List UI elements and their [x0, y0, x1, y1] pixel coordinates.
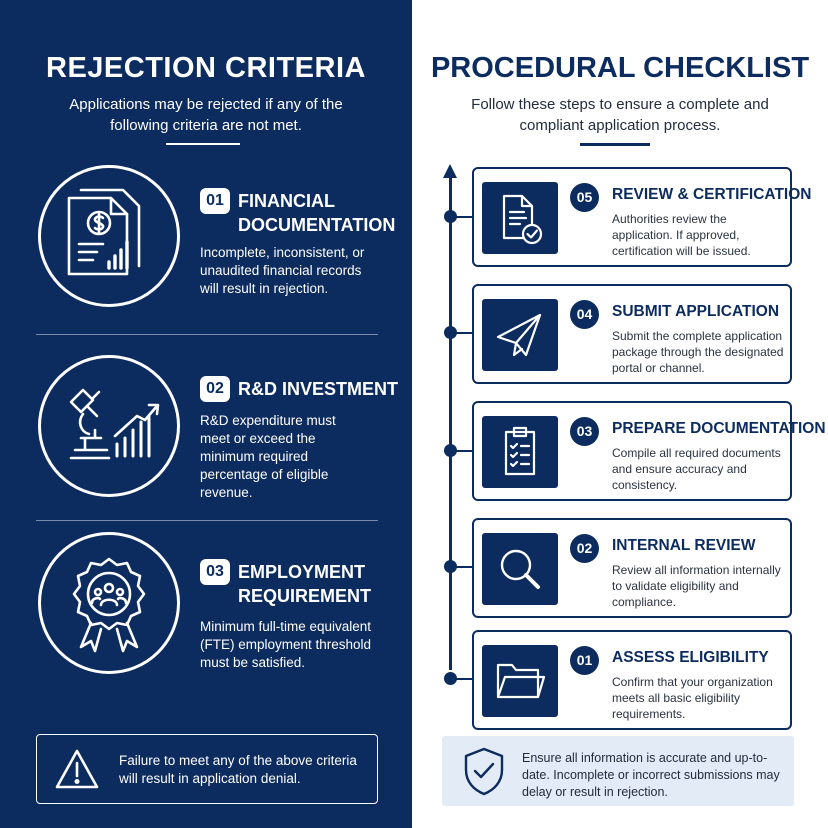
warning-icon [55, 749, 99, 789]
timeline-connector [450, 566, 472, 568]
timeline-dot [444, 326, 457, 339]
procedural-checklist-title: PROCEDURAL CHECKLIST [430, 52, 810, 84]
financial-document-icon [38, 165, 180, 307]
step-title: REVIEW & CERTIFICATION [612, 186, 812, 203]
paper-plane-icon [482, 299, 558, 371]
warning-text: Failure to meet any of the above criteri… [119, 753, 357, 786]
step-title: ASSESS ELIGIBILITY [612, 649, 769, 666]
rejection-criteria-title: REJECTION CRITERIA [46, 52, 366, 84]
step-description: Compile all required documents and ensur… [612, 446, 781, 492]
criterion-number-badge: 03 [200, 559, 230, 585]
criterion-title-line: EMPLOYMENT [238, 562, 366, 582]
certified-document-icon [482, 182, 558, 254]
rejection-criteria-panel: REJECTION CRITERIA Applications may be r… [0, 0, 412, 828]
accuracy-note-box: Ensure all information is accurate and u… [442, 736, 794, 806]
timeline-line [449, 176, 452, 670]
timeline-connector [450, 450, 472, 452]
step-submit-application: 04 SUBMIT APPLICATION Submit the complet… [472, 284, 792, 384]
step-number-badge: 04 [570, 300, 599, 329]
timeline-connector [450, 678, 472, 680]
timeline-dot [444, 444, 457, 457]
criterion-title: R&D INVESTMENT [238, 377, 398, 401]
criterion-title-line: DOCUMENTATION [238, 215, 396, 235]
title-underline [580, 143, 650, 146]
criterion-title-line: FINANCIAL [238, 191, 335, 211]
timeline-dot [444, 210, 457, 223]
divider [36, 334, 378, 335]
step-prepare-documentation: 03 PREPARE DOCUMENTATION Compile all req… [472, 401, 826, 501]
step-description: Confirm that your organization meets all… [612, 675, 773, 721]
timeline-dot [444, 672, 457, 685]
criterion-number-badge: 02 [200, 376, 230, 402]
divider [36, 520, 378, 521]
shield-check-icon [464, 747, 504, 796]
criterion-title: FINANCIAL DOCUMENTATION [238, 189, 395, 237]
step-title: SUBMIT APPLICATION [612, 303, 780, 320]
title-underline [166, 143, 240, 145]
step-number-badge: 02 [570, 534, 599, 563]
criterion-description: Minimum full-time equivalent (FTE) emplo… [200, 619, 372, 670]
folder-icon [482, 645, 558, 717]
step-description: Submit the complete application package … [612, 329, 784, 375]
award-people-icon [38, 532, 180, 674]
criterion-description: Incomplete, inconsistent, or unaudited f… [200, 245, 365, 296]
step-review-certification: 05 REVIEW & CERTIFICATION Authorities re… [472, 167, 812, 267]
timeline-dot [444, 560, 457, 573]
criterion-title-line: R&D INVESTMENT [238, 379, 399, 399]
step-description: Authorities review the application. If a… [612, 212, 751, 258]
procedural-checklist-subtitle: Follow these steps to ensure a complete … [471, 96, 769, 134]
magnifier-icon [482, 533, 558, 605]
step-number-badge: 05 [570, 183, 599, 212]
microscope-chart-icon [38, 355, 180, 497]
step-assess-eligibility: 01 ASSESS ELIGIBILITY Confirm that your … [472, 630, 792, 730]
step-description: Review all information internally to val… [612, 563, 781, 609]
step-number-badge: 03 [570, 417, 599, 446]
step-title: INTERNAL REVIEW [612, 537, 756, 554]
rejection-criteria-subtitle: Applications may be rejected if any of t… [69, 96, 343, 134]
criterion-title-line: REQUIREMENT [238, 586, 372, 606]
timeline-connector [450, 216, 472, 218]
step-internal-review: 02 INTERNAL REVIEW Review all informatio… [472, 518, 792, 618]
criterion-number-badge: 01 [200, 188, 230, 214]
criterion-description: R&D expenditure must meet or exceed the … [200, 413, 336, 500]
clipboard-checklist-icon [482, 416, 558, 488]
criterion-title: EMPLOYMENT REQUIREMENT [238, 560, 371, 608]
accuracy-note-text: Ensure all information is accurate and u… [522, 751, 780, 799]
step-title: PREPARE DOCUMENTATION [612, 420, 826, 437]
step-number-badge: 01 [570, 646, 599, 675]
warning-box: Failure to meet any of the above criteri… [36, 734, 378, 804]
timeline-arrow-icon [443, 164, 457, 178]
timeline-connector [450, 332, 472, 334]
